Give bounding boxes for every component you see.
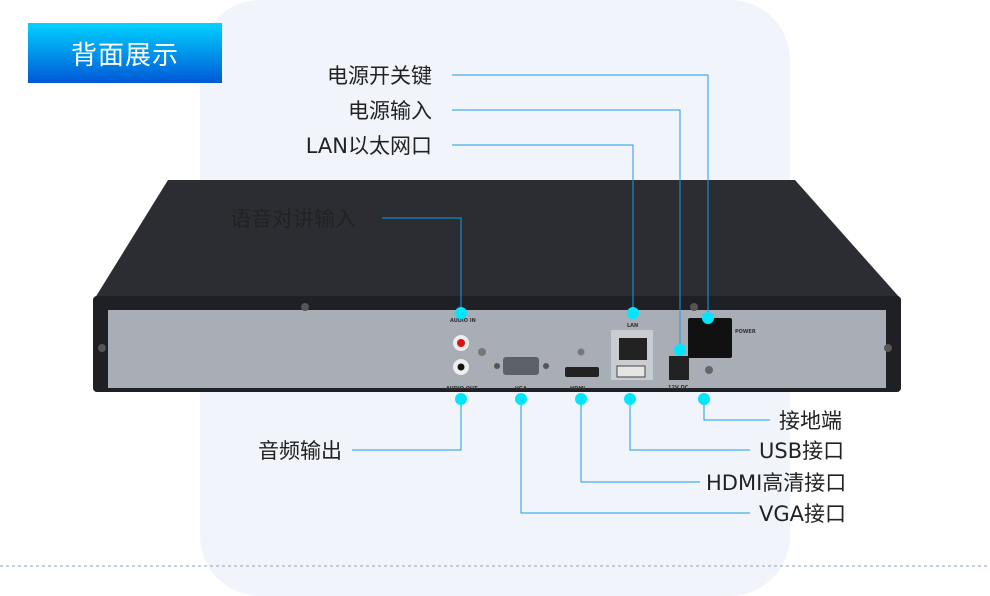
callout-hdmi: HDMI高清接口: [706, 471, 846, 495]
device-back-panel: [108, 310, 886, 388]
screw-icon: [478, 348, 486, 356]
panel-label: LAN: [627, 323, 638, 329]
panel-label: AUDIO OUT: [446, 386, 478, 392]
callout-lan: LAN以太网口: [306, 134, 432, 158]
screw-icon: [494, 363, 500, 369]
lan-port: [619, 338, 647, 360]
screw-icon: [577, 348, 585, 356]
screw-icon: [884, 344, 892, 352]
power-switch: [688, 318, 732, 358]
ground-screw: [705, 366, 713, 374]
callout-ground: 接地端: [779, 409, 842, 433]
callout-vga: VGA接口: [759, 502, 846, 526]
leader-lines: [352, 74, 770, 514]
callout-audio-in: 语音对讲输入: [230, 207, 356, 231]
panel-label: AUDIO IN: [450, 318, 476, 324]
usb-port: [616, 365, 646, 378]
device-top: [95, 180, 900, 298]
screw-icon: [301, 303, 309, 311]
panel-label: HDMI: [570, 386, 585, 392]
callout-dots: [455, 307, 714, 405]
dc-input-port: [669, 356, 689, 380]
hdmi-port: [565, 367, 599, 377]
callout-usb: USB接口: [759, 439, 844, 463]
screw-icon: [98, 344, 106, 352]
screw-icon: [690, 303, 698, 311]
screw-icon: [543, 363, 549, 369]
callout-power-switch: 电源开关键: [327, 64, 432, 88]
callout-power-input: 电源输入: [348, 99, 432, 123]
section-title: 背面展示: [28, 23, 222, 83]
panel-label: VGA: [515, 386, 527, 392]
panel-label: 12V DC: [668, 385, 689, 391]
audio-out-center: [457, 363, 465, 371]
panel-label: POWER: [735, 329, 756, 335]
callout-audio-out: 音频输出: [258, 439, 342, 463]
audio-in-center: [457, 339, 465, 347]
vga-port: [503, 357, 539, 375]
